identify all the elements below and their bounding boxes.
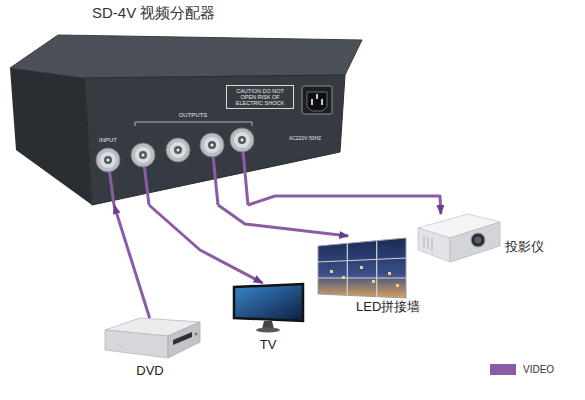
- case-side: [10, 68, 92, 205]
- bnc-ring: [170, 142, 186, 158]
- bnc-nut: [230, 128, 254, 152]
- city-light: [360, 266, 363, 269]
- bnc-pin: [142, 154, 145, 157]
- video-cable: [248, 196, 441, 214]
- front-panel: [85, 75, 345, 205]
- device-label: 投影仪: [505, 240, 544, 254]
- projector-vent: [432, 238, 433, 251]
- bnc-pin: [107, 159, 110, 162]
- projector-front: [450, 222, 500, 262]
- bnc-connector: [131, 143, 155, 167]
- projector-side: [418, 228, 450, 262]
- city-light: [372, 280, 375, 283]
- bnc-ring: [234, 132, 250, 148]
- page-title: SD-4V 视频分配器: [92, 4, 215, 23]
- tv-base: [256, 328, 280, 333]
- bnc-nut: [200, 133, 224, 157]
- bnc-pin: [241, 139, 244, 142]
- legend-swatch: [490, 364, 516, 375]
- tv-screen: [234, 284, 303, 321]
- bnc-nut: [166, 138, 190, 162]
- bnc-socket: [104, 156, 112, 164]
- power-socket: [302, 86, 332, 114]
- bnc-ring: [100, 152, 116, 168]
- distributor-box: INPUT OUTPUTS CAUTION DO NOT OPEN RISK OF …: [10, 35, 362, 205]
- bnc-connector: [200, 133, 224, 157]
- bnc-nut: [131, 143, 155, 167]
- bnc-pin: [211, 144, 214, 147]
- bnc-socket: [238, 136, 246, 144]
- projector-vent: [428, 237, 429, 249]
- legend-entry: VIDEO: [490, 364, 554, 375]
- city-light: [388, 272, 391, 275]
- video-cable: [218, 205, 348, 236]
- bnc-ring: [135, 147, 151, 163]
- projector: 投影仪: [415, 214, 501, 263]
- dvd-display: [173, 332, 192, 345]
- projector-glass: [475, 237, 482, 244]
- projector-vent: [424, 236, 425, 248]
- bnc-connector: [96, 148, 120, 172]
- bnc-connector: [230, 128, 254, 152]
- case-top: [10, 35, 362, 78]
- caution-label: CAUTION DO NOT OPEN RISK OF ELECTRIC SHO…: [226, 85, 294, 109]
- dvd-player: DVD: [105, 318, 200, 360]
- device-label: TV: [260, 338, 277, 352]
- led-wall: [318, 238, 406, 298]
- projector-lens: [471, 233, 485, 247]
- dvd-button: [195, 333, 198, 336]
- outputs-bracket: [135, 122, 252, 126]
- city-light: [396, 284, 399, 287]
- tile-seam: [318, 258, 406, 262]
- city-light: [330, 270, 333, 273]
- bnc-socket: [139, 151, 147, 159]
- bnc-socket: [174, 146, 182, 154]
- tv-set: TV: [232, 283, 305, 332]
- led-video-wall: LED拼接墙: [316, 236, 408, 298]
- bnc-connector: [166, 138, 190, 162]
- bnc-ring: [204, 137, 220, 153]
- video-cable: [149, 205, 263, 283]
- video-cable: [114, 205, 150, 318]
- socket-inlet: [307, 92, 327, 111]
- port-label: OUTPUTS: [179, 112, 208, 119]
- socket-pin: [321, 99, 323, 105]
- dvd-side: [105, 330, 168, 358]
- bnc-nut: [96, 148, 120, 172]
- dvd-front: [168, 322, 200, 358]
- power-rating: AC220V 50HZ: [289, 136, 321, 142]
- device-label: LED拼接墙: [356, 300, 420, 314]
- legend-text: VIDEO: [523, 364, 554, 375]
- socket-pin: [316, 94, 318, 99]
- bnc-pin: [177, 149, 180, 152]
- bnc-socket: [208, 141, 216, 149]
- tile-seam: [347, 243, 348, 295]
- device-label: DVD: [136, 364, 163, 378]
- tile-seam: [318, 277, 406, 278]
- socket-pin: [311, 99, 313, 105]
- port-label: INPUT: [99, 137, 117, 144]
- tile-seam: [376, 241, 377, 297]
